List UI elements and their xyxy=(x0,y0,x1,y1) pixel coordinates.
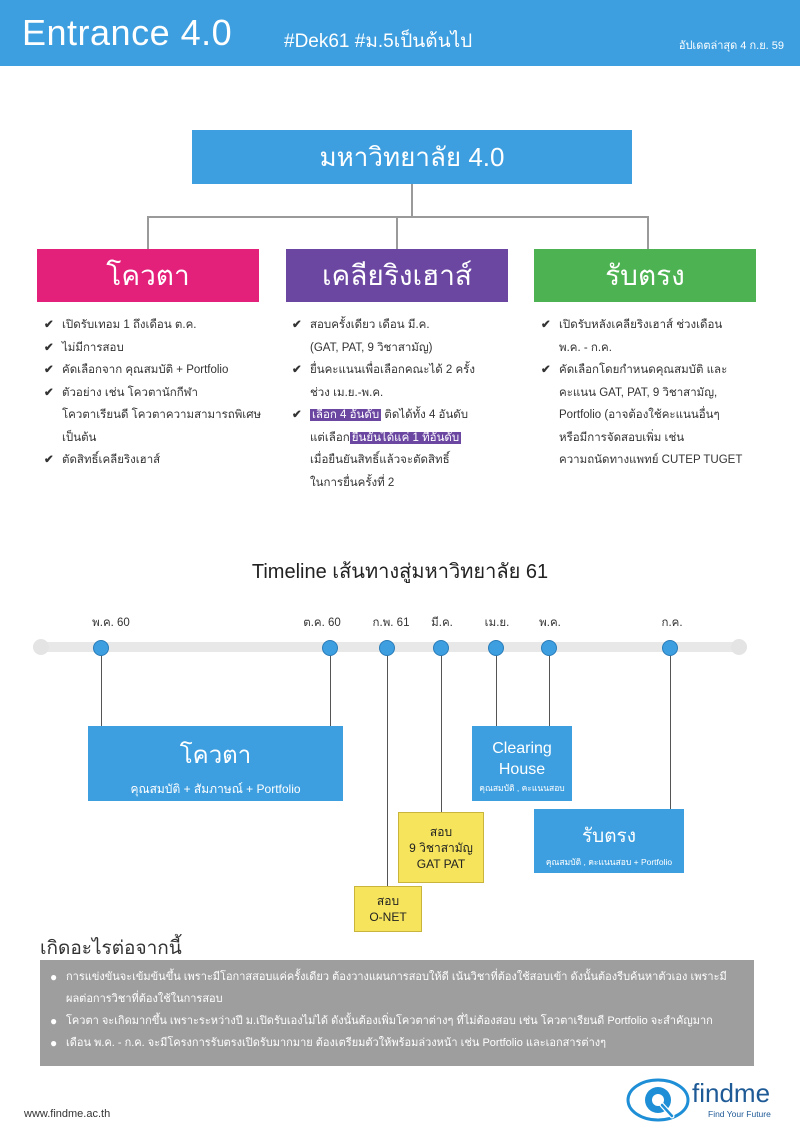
timeline-onet-box: สอบ O-NET xyxy=(354,886,422,932)
check-icon: ✔ xyxy=(541,364,551,376)
updated-date: อัปเดตล่าสุด 4 ก.ย. 59 xyxy=(678,40,784,52)
list-item: ✔ยื่นคะแนนเพื่อเลือกคณะได้ 2 ครั้งช่วง เ… xyxy=(292,359,512,404)
list-item: ✔เปิดรับหลังเคลียริงเฮาส์ ช่วงเดือนพ.ค. … xyxy=(541,314,771,359)
timeline-dot xyxy=(541,640,557,656)
list-item: ✔ เลือก 4 อันดับ ติดได้ทั้ง 4 อันดับ แต่… xyxy=(292,404,512,494)
next-section-title: เกิดอะไรต่อจากนี้ xyxy=(40,938,182,959)
check-icon: ✔ xyxy=(44,341,54,354)
check-icon: ✔ xyxy=(44,386,54,399)
logo-name: findme xyxy=(692,1078,771,1108)
check-icon: ✔ xyxy=(292,364,302,376)
hashtags: #Dek61 #ม.5เป็นต้นไป xyxy=(284,31,473,52)
connector-stem xyxy=(411,184,413,217)
list-item: ●เดือน พ.ค. - ก.ค. จะมีโครงการรับตรงเปิด… xyxy=(50,1032,742,1054)
timeline-exam-box: สอบ 9 วิชาสามัญ GAT PAT xyxy=(398,812,484,883)
header-bar xyxy=(0,0,800,66)
timeline-label: ต.ค. 60 xyxy=(303,617,341,629)
timeline-connector xyxy=(101,654,102,726)
bullet-icon: ● xyxy=(50,970,58,984)
footer-url[interactable]: www.findme.ac.th xyxy=(24,1108,111,1120)
bullet-icon: ● xyxy=(50,1014,58,1028)
logo-tagline: Find Your Future xyxy=(708,1109,771,1119)
check-icon: ✔ xyxy=(292,409,302,421)
timeline-label: พ.ค. 60 xyxy=(92,617,130,629)
category-direct-admission: รับตรง xyxy=(534,249,756,302)
list-item: ✔สอบครั้งเดียว เดือน มี.ค.(GAT, PAT, 9 ว… xyxy=(292,314,512,359)
timeline-title: Timeline เส้นทางสู่มหาวิทยาลัย 61 xyxy=(251,561,549,583)
timeline-cap-right xyxy=(731,639,747,655)
timeline-label: มี.ค. xyxy=(431,617,453,629)
timeline-connector xyxy=(670,654,671,809)
list-item: ✔ไม่มีการสอบ xyxy=(44,337,274,360)
check-icon: ✔ xyxy=(44,364,54,376)
timeline-direct-box: รับตรง คุณสมบัติ , คะแนนสอบ + Portfolio xyxy=(534,809,684,873)
list-item: ●การแข่งขันจะเข้มข้นขึ้น เพราะมีโอกาสสอบ… xyxy=(50,966,742,1010)
timeline-quota-title: โควตา xyxy=(179,742,252,769)
findme-logo: findme Find Your Future xyxy=(626,1076,792,1126)
timeline-dot xyxy=(433,640,449,656)
university-box: มหาวิทยาลัย 4.0 xyxy=(192,130,632,184)
highlight: ยืนยันได้แค่ 1 ที่อันดับ xyxy=(349,431,462,444)
next-section-box: ●การแข่งขันจะเข้มข้นขึ้น เพราะมีโอกาสสอบ… xyxy=(40,960,754,1066)
timeline-connector xyxy=(549,654,550,726)
timeline-label: ก.ค. xyxy=(661,617,683,629)
page-title: Entrance 4.0 xyxy=(22,12,233,53)
check-icon: ✔ xyxy=(292,319,302,331)
connector-clearing xyxy=(396,216,398,249)
check-icon: ✔ xyxy=(44,319,54,331)
timeline-connector xyxy=(496,654,497,726)
list-item: ✔ตัวอย่าง เช่น โควตานักกีฬาโควตาเรียนดี … xyxy=(44,382,274,450)
timeline-connector xyxy=(441,654,442,812)
check-icon: ✔ xyxy=(541,319,551,331)
bullet-icon: ● xyxy=(50,1036,58,1050)
quota-list: ✔เปิดรับเทอม 1 ถึงเดือน ต.ค. ✔ไม่มีการสอ… xyxy=(44,314,274,472)
timeline-dot xyxy=(662,640,678,656)
list-item: ✔เปิดรับเทอม 1 ถึงเดือน ต.ค. xyxy=(44,314,274,337)
findme-logo-icon xyxy=(626,1078,690,1122)
timeline-quota-box: โควตา คุณสมบัติ + สัมภาษณ์ + Portfolio xyxy=(88,726,343,801)
highlight: เลือก 4 อันดับ xyxy=(310,409,382,421)
category-clearing-house: เคลียริงเฮาส์ xyxy=(286,249,508,302)
timeline-clearing-box: Clearing House คุณสมบัติ , คะแนนสอบ xyxy=(472,726,572,801)
connector-quota xyxy=(147,216,149,249)
list-item: ●โควตา จะเกิดมากขึ้น เพราะระหว่างปี ม.เป… xyxy=(50,1010,742,1032)
list-item: ✔คัดเลือกโดยกำหนดคุณสมบัติ และคะแนน GAT,… xyxy=(541,359,771,472)
clearing-list: ✔สอบครั้งเดียว เดือน มี.ค.(GAT, PAT, 9 ว… xyxy=(292,314,512,494)
list-item: ✔ตัดสิทธิ์เคลียริงเฮาส์ xyxy=(44,449,274,472)
timeline-label: เม.ย. xyxy=(484,617,510,629)
check-icon: ✔ xyxy=(44,454,54,466)
timeline-dot xyxy=(93,640,109,656)
timeline-connector xyxy=(330,654,331,726)
timeline-quota-sub: คุณสมบัติ + สัมภาษณ์ + Portfolio xyxy=(130,782,301,796)
timeline-dot xyxy=(379,640,395,656)
timeline-dot xyxy=(322,640,338,656)
timeline-label: ก.พ. 61 xyxy=(372,617,410,629)
direct-list: ✔เปิดรับหลังเคลียริงเฮาส์ ช่วงเดือนพ.ค. … xyxy=(541,314,771,472)
timeline-cap-left xyxy=(33,639,49,655)
timeline-label: พ.ค. xyxy=(539,617,561,629)
list-item: ✔คัดเลือกจาก คุณสมบัติ + Portfolio xyxy=(44,359,274,382)
timeline-dot xyxy=(488,640,504,656)
connector-bar xyxy=(147,216,649,218)
category-quota: โควตา xyxy=(37,249,259,302)
timeline-connector xyxy=(387,654,388,886)
connector-direct xyxy=(647,216,649,249)
